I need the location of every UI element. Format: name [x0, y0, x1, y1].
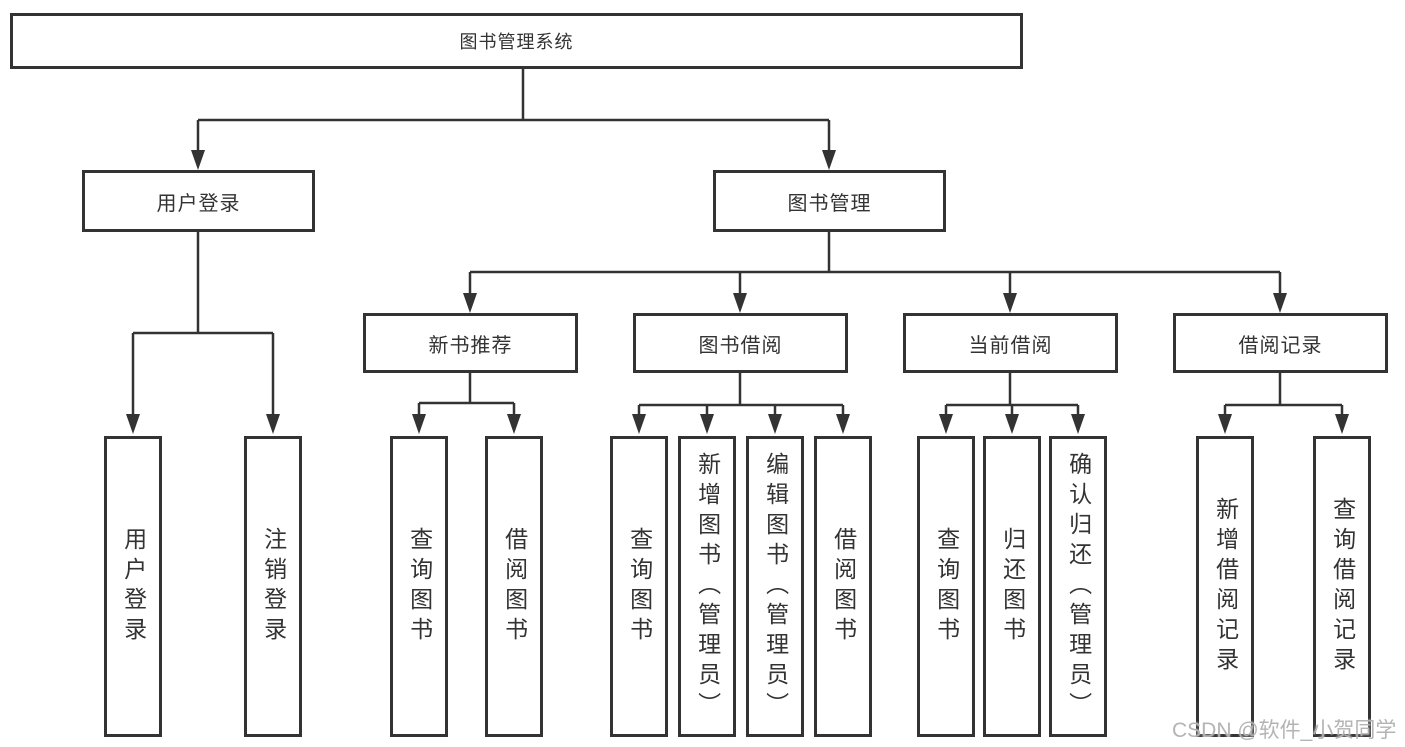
node-user-login: 用户登录 [82, 170, 315, 232]
leaf-return-books: 归还图书 [983, 436, 1041, 737]
leaf-label: 借阅图书 [501, 526, 528, 647]
node-book-management: 图书管理 [713, 170, 946, 232]
node-label: 借阅记录 [1238, 334, 1323, 357]
csdn-watermark: CSDN @软件_小贺同学 [1172, 719, 1397, 742]
leaf-recommend-borrow-books: 借阅图书 [485, 436, 543, 737]
leaf-label: 查询图书 [626, 526, 653, 647]
leaf-label: 查询借阅记录 [1329, 496, 1356, 677]
node-label: 当前借阅 [968, 334, 1053, 357]
node-label: 图书管理 [787, 192, 872, 215]
node-label: 图书管理系统 [459, 32, 574, 52]
connector-lines [131, 69, 1344, 416]
leaf-label: 确认归还（管理员） [1065, 451, 1092, 722]
node-label: 新书推荐 [428, 334, 513, 357]
leaf-query-borrow-record: 查询借阅记录 [1313, 436, 1371, 737]
node-label: 图书借阅 [698, 334, 783, 357]
node-book-borrowing: 图书借阅 [633, 313, 848, 373]
leaf-recommend-query-books: 查询图书 [390, 436, 448, 737]
leaf-user-login: 用户登录 [104, 436, 162, 737]
leaf-label: 归还图书 [999, 526, 1026, 647]
node-borrowing-records: 借阅记录 [1173, 313, 1388, 373]
leaf-label: 查询图书 [933, 526, 960, 647]
leaf-borrowing-borrow-books: 借阅图书 [814, 436, 872, 737]
leaf-label: 新增图书（管理员） [694, 451, 721, 722]
leaf-logout: 注销登录 [244, 436, 302, 737]
leaf-label: 查询图书 [406, 526, 433, 647]
leaf-confirm-return-admin: 确认归还（管理员） [1049, 436, 1107, 737]
leaf-label: 借阅图书 [830, 526, 857, 647]
leaf-borrowing-query-books: 查询图书 [610, 436, 668, 737]
node-label: 用户登录 [156, 192, 241, 215]
leaf-label: 用户登录 [120, 526, 147, 647]
node-new-book-recommend: 新书推荐 [363, 313, 578, 373]
leaf-label: 新增借阅记录 [1212, 496, 1239, 677]
leaf-edit-books-admin: 编辑图书（管理员） [746, 436, 804, 737]
leaf-label: 编辑图书（管理员） [762, 451, 789, 722]
leaf-current-query-books: 查询图书 [917, 436, 975, 737]
arrowhead-icons [126, 150, 1349, 434]
node-library-system-root: 图书管理系统 [10, 13, 1023, 69]
leaf-label: 注销登录 [260, 526, 287, 647]
leaf-add-books-admin: 新增图书（管理员） [678, 436, 736, 737]
node-current-borrowing: 当前借阅 [903, 313, 1118, 373]
leaf-add-borrow-record: 新增借阅记录 [1196, 436, 1254, 737]
